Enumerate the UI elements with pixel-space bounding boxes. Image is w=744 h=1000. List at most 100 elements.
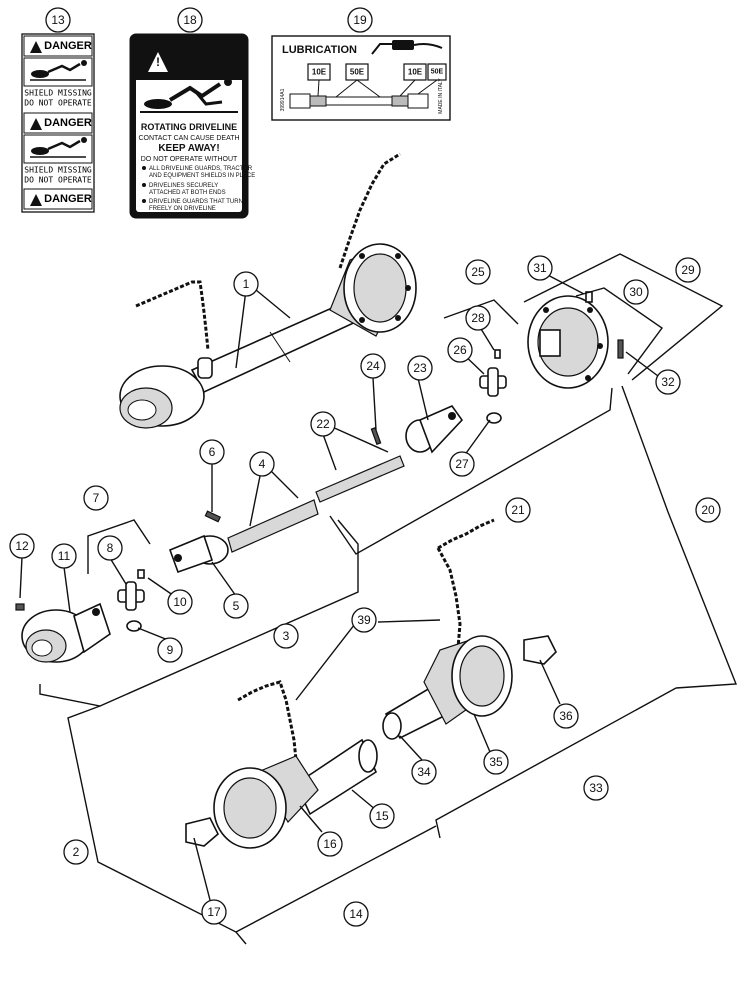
- callout-34-label: 34: [417, 765, 431, 779]
- callout-28-label: 28: [471, 311, 485, 325]
- callout-16: 16: [317, 831, 343, 857]
- callout-20: 20: [695, 497, 721, 523]
- callout-26-label: 26: [453, 343, 467, 357]
- callout-12: 12: [9, 533, 35, 559]
- callout-29-label: 29: [681, 263, 695, 277]
- callout-39-label: 39: [357, 613, 371, 627]
- callout-7-label: 7: [93, 491, 100, 505]
- callout-21-label: 21: [511, 503, 525, 517]
- decal-bullet-1a: ALL DRIVELINE GUARDS, TRACTOR: [149, 166, 253, 172]
- callout-15-label: 15: [375, 809, 389, 823]
- callout-22-label: 22: [316, 417, 330, 431]
- cross-kit-26: [479, 349, 507, 424]
- safety-chain: [437, 518, 495, 550]
- callout-5-label: 5: [233, 599, 240, 613]
- decal-part-code: 399914A1: [280, 88, 286, 111]
- decal-13-danger-strip: DANGER SHIELD MISSING DO NOT OPERATE DAN…: [21, 33, 95, 213]
- yoke-11: [21, 602, 111, 663]
- callout-17: 17: [201, 899, 227, 925]
- danger-label-1: DANGER: [44, 40, 92, 52]
- callout-4: 4: [249, 451, 275, 477]
- bracket-lines: [39, 253, 738, 945]
- decal-19-lubrication: LUBRICATION 10E 50E 10E 50E 399914A1 MAD…: [271, 35, 451, 121]
- callout-39: 39: [351, 607, 377, 633]
- do-not-operate-label-1: DO NOT OPERATE: [24, 99, 92, 108]
- callout-35-label: 35: [489, 755, 503, 769]
- decal-line-1: ROTATING DRIVELINE: [141, 122, 237, 132]
- callout-29: 29: [675, 257, 701, 283]
- callout-8-label: 8: [107, 541, 114, 555]
- roll-pin-6: [204, 510, 221, 523]
- callout-17-label: 17: [207, 905, 221, 919]
- callout-36-label: 36: [559, 709, 573, 723]
- callout-16-label: 16: [323, 837, 337, 851]
- shield-half-14: [185, 680, 378, 849]
- warning-triangle-icon: [30, 118, 42, 130]
- callout-25: 25: [465, 259, 491, 285]
- callout-31-label: 31: [533, 261, 547, 275]
- svg-text:!: !: [156, 55, 160, 69]
- callout-28: 28: [465, 305, 491, 331]
- inner-tube-22: [315, 427, 405, 503]
- callout-7: 7: [83, 485, 109, 511]
- lubrication-title: LUBRICATION: [282, 44, 357, 56]
- entanglement-pictogram-icon: [30, 60, 87, 81]
- callout-9-label: 9: [167, 643, 174, 657]
- do-not-operate-label-2: DO NOT OPERATE: [24, 176, 92, 185]
- callout-30-label: 30: [629, 285, 643, 299]
- grease-gun-icon: [371, 40, 443, 55]
- entanglement-pictogram-icon: [30, 137, 87, 158]
- callout-22: 22: [310, 411, 336, 437]
- warning-triangle-icon: [30, 194, 42, 206]
- lube-interval-box-2: 50E: [350, 68, 365, 77]
- callout-19: 19: [347, 7, 373, 33]
- set-screw-12: [15, 603, 25, 611]
- callout-11: 11: [51, 543, 77, 569]
- danger-label-2: DANGER: [44, 117, 92, 129]
- callout-15: 15: [369, 803, 395, 829]
- callout-23-label: 23: [413, 361, 427, 375]
- callout-3: 3: [273, 623, 299, 649]
- bearing-ring-17: [185, 817, 219, 847]
- callout-33-label: 33: [589, 781, 603, 795]
- shield-half-33: [382, 518, 557, 740]
- decal-bullet-3b: FREELY ON DRIVELINE: [149, 206, 216, 212]
- yoke-5: [168, 534, 229, 574]
- warning-triangle-icon: [148, 52, 168, 72]
- callout-14: 14: [343, 901, 369, 927]
- callout-19-label: 19: [353, 13, 367, 27]
- callout-20-label: 20: [701, 503, 715, 517]
- cross-kit-8: [117, 569, 145, 632]
- decal-bullet-1b: AND EQUIPMENT SHIELDS IN PLACE: [149, 173, 255, 179]
- callout-33: 33: [583, 775, 609, 801]
- shield-missing-label-1: SHIELD MISSING: [24, 89, 92, 98]
- callout-36: 36: [553, 703, 579, 729]
- callout-3-label: 3: [283, 629, 290, 643]
- bearing-ring-36: [523, 635, 557, 665]
- callout-11-label: 11: [58, 549, 71, 563]
- callout-13-label: 13: [51, 13, 65, 27]
- callout-12-label: 12: [15, 539, 29, 553]
- callout-32: 32: [655, 369, 681, 395]
- callout-24-label: 24: [366, 359, 380, 373]
- decal-18-rotating-driveline: ! ROTATING DRIVELINE CONTACT CAN CAUSE D…: [129, 33, 255, 219]
- callout-34: 34: [411, 759, 437, 785]
- callout-9: 9: [157, 637, 183, 663]
- callout-26: 26: [447, 337, 473, 363]
- callout-18: 18: [177, 7, 203, 33]
- callout-27-label: 27: [455, 457, 469, 471]
- safety-chain: [135, 280, 210, 351]
- lube-interval-box-1: 10E: [312, 68, 327, 77]
- callout-24: 24: [360, 353, 386, 379]
- callout-23: 23: [407, 355, 433, 381]
- yoke-23: [405, 405, 464, 454]
- callout-1: 1: [233, 271, 259, 297]
- callout-8: 8: [97, 535, 123, 561]
- decal-line-3: KEEP AWAY!: [158, 143, 219, 154]
- callout-18-label: 18: [183, 13, 197, 27]
- decal-bullet-2b: ATTACHED AT BOTH ENDS: [149, 190, 226, 196]
- callout-31: 31: [527, 255, 553, 281]
- shield-missing-label-2: SHIELD MISSING: [24, 166, 92, 175]
- callout-2-label: 2: [73, 845, 80, 859]
